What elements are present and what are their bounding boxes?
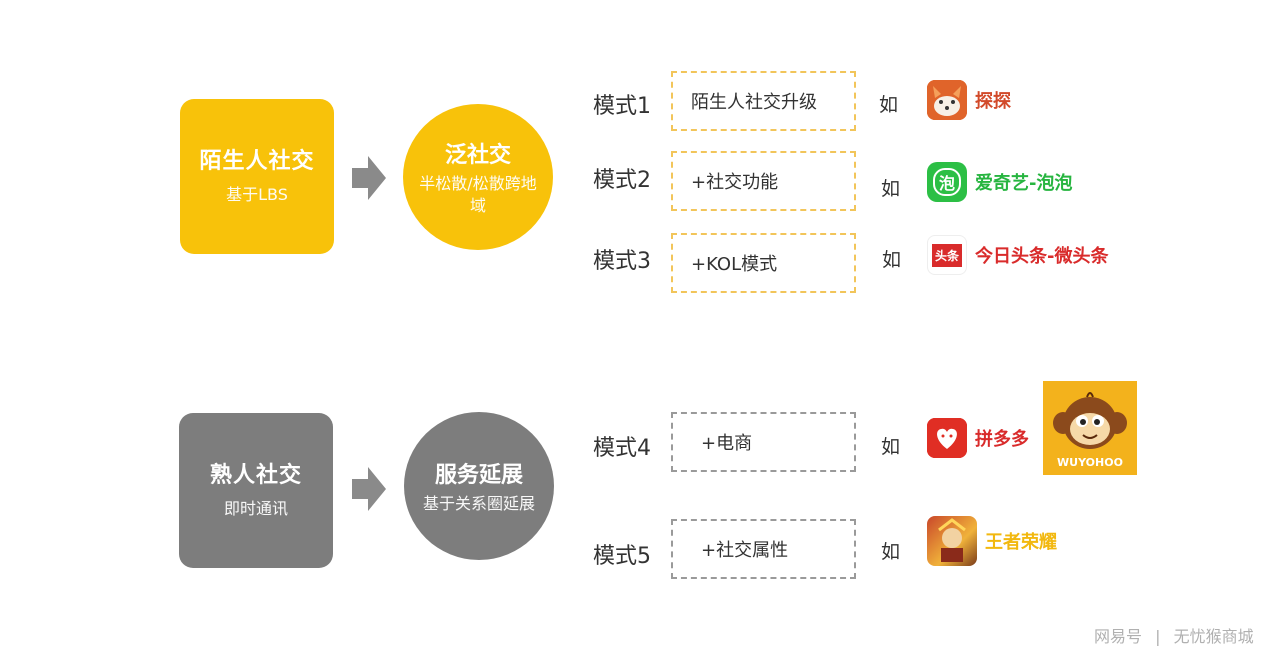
service-extension-circle: 服务延展 基于关系圈延展 (404, 412, 554, 560)
mode-4-app: 拼多多 (927, 418, 1029, 458)
mode-3-box: +KOL模式 (671, 233, 856, 293)
wuyohoo-mascot-logo: WUYOHOO (1043, 381, 1137, 475)
watermark-separator: | (1155, 627, 1161, 646)
mode-1-app: 探探 (927, 80, 1011, 120)
mode-2-label: 模式2 (593, 168, 651, 193)
stranger-social-subtitle: 基于LBS (226, 185, 288, 204)
mode-4-app-name: 拼多多 (975, 429, 1029, 450)
mode-4-label: 模式4 (593, 436, 651, 461)
mode-2-box: +社交功能 (671, 151, 856, 211)
acquaintance-social-subtitle: 即时通讯 (223, 499, 288, 518)
game-icon (927, 516, 977, 566)
mode-3-app: 头条 今日头条-微头条 (927, 235, 1108, 275)
mode-1-box: 陌生人社交升级 (671, 71, 856, 131)
stranger-social-title: 陌生人社交 (199, 149, 315, 174)
mode-3-label: 模式3 (593, 249, 651, 274)
pan-social-circle: 泛社交 半松散/松散跨地域 (403, 104, 553, 250)
mode-2-app: 泡 爱奇艺-泡泡 (927, 162, 1072, 202)
arrow-right-icon (352, 467, 386, 511)
pan-social-subtitle: 半松散/松散跨地域 (419, 174, 537, 215)
arrow-right-icon (352, 156, 386, 200)
mode-5-ru: 如 (881, 541, 901, 563)
stranger-social-box: 陌生人社交 基于LBS (180, 99, 334, 254)
mode-3-app-name: 今日头条-微头条 (975, 246, 1109, 267)
fox-icon (927, 80, 967, 120)
mode-2-app-name: 爱奇艺-泡泡 (975, 173, 1073, 194)
bubble-icon-glyph: 泡 (932, 168, 961, 196)
acquaintance-social-box: 熟人社交 即时通讯 (179, 413, 333, 568)
watermark-right: 无忧猴商城 (1173, 627, 1254, 646)
mode-4-ru: 如 (881, 436, 901, 458)
mode-2-ru: 如 (881, 178, 901, 200)
service-extension-title: 服务延展 (434, 463, 523, 488)
mode-3-ru: 如 (882, 249, 902, 271)
service-extension-subtitle: 基于关系圈延展 (422, 494, 535, 513)
pinduoduo-icon (927, 418, 967, 458)
watermark-left: 网易号 (1094, 627, 1143, 646)
mode-5-label: 模式5 (593, 544, 651, 569)
mode-5-box: +社交属性 (671, 519, 856, 579)
mode-1-ru: 如 (879, 94, 899, 116)
bubble-icon: 泡 (927, 162, 967, 202)
toutiao-icon-glyph: 头条 (931, 243, 962, 267)
mode-1-app-name: 探探 (975, 91, 1011, 112)
mode-4-box: +电商 (671, 412, 856, 472)
watermark: 网易号 | 无忧猴商城 (1094, 623, 1254, 647)
acquaintance-social-title: 熟人社交 (209, 463, 302, 488)
pan-social-title: 泛社交 (444, 143, 511, 168)
mode-5-app-name: 王者荣耀 (985, 532, 1057, 553)
toutiao-icon: 头条 (927, 235, 967, 275)
mode-5-app: 王者荣耀 (927, 516, 1057, 566)
wuyohoo-mascot-text: WUYOHOO (1057, 456, 1123, 469)
mode-1-label: 模式1 (593, 94, 651, 119)
